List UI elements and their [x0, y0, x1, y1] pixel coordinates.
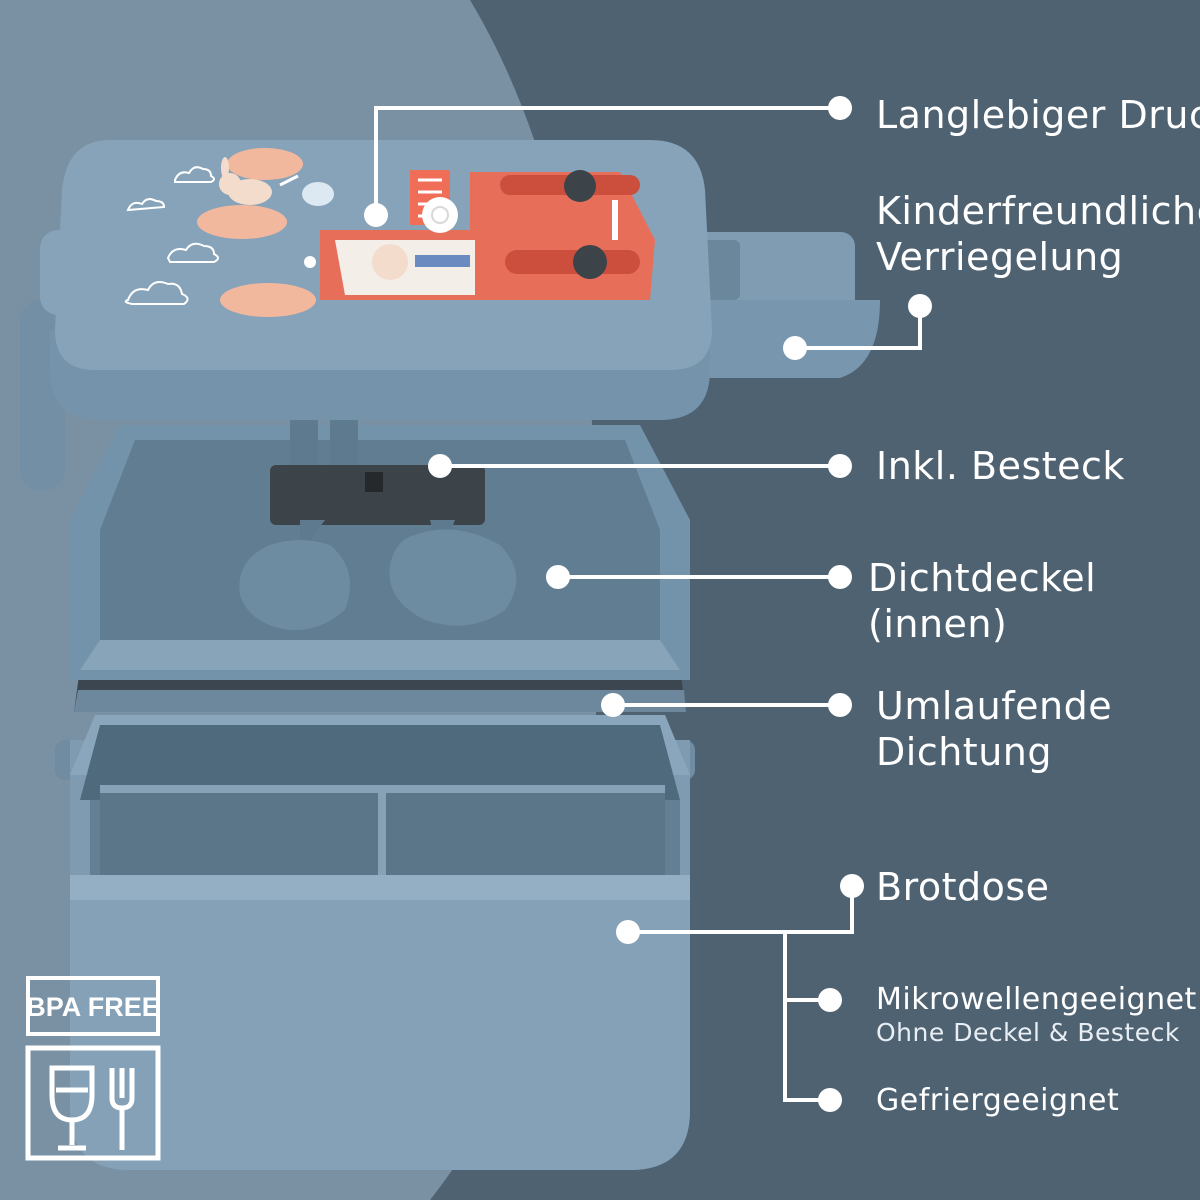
- callout-gasket-line1: Umlaufende: [876, 684, 1113, 728]
- callout-print: Langlebiger Druck: [876, 92, 1200, 138]
- decorated-lid: [20, 140, 880, 490]
- lid-artwork: [124, 148, 655, 317]
- callout-dots: [364, 96, 932, 1112]
- callout-microwave-text: Mikrowellengeeignet: [876, 982, 1197, 1017]
- lunchbox-container: [55, 715, 695, 1170]
- callout-gasket: Umlaufende Dichtung: [876, 683, 1112, 775]
- callout-locking-line1: Kinderfreundliche: [876, 189, 1200, 233]
- callout-seal-lid-line2: (innen): [868, 602, 1008, 646]
- callout-seal-lid-line1: Dichtdeckel: [868, 556, 1097, 600]
- callout-gasket-line2: Dichtung: [876, 730, 1052, 774]
- callout-freezer: Gefriergeeignet: [876, 1083, 1119, 1119]
- callout-lunchbox: Brotdose: [876, 864, 1050, 910]
- brand-mark: [612, 200, 618, 240]
- callout-seal-lid: Dichtdeckel (innen): [868, 555, 1096, 647]
- bpa-free-text: BPA FREE: [26, 992, 160, 1022]
- callout-locking-line2: Verriegelung: [876, 235, 1124, 279]
- callout-print-text: Langlebiger Druck: [876, 93, 1200, 137]
- callout-lunchbox-text: Brotdose: [876, 865, 1050, 909]
- callout-cutlery: Inkl. Besteck: [876, 443, 1125, 489]
- callout-microwave-note: Ohne Deckel & Besteck: [876, 1018, 1180, 1047]
- callout-lines: [374, 106, 922, 1102]
- callout-microwave: Mikrowellengeeignet Ohne Deckel & Bestec…: [876, 982, 1197, 1048]
- bpa-free-badge: BPA FREE: [26, 976, 160, 1036]
- fire-truck: [304, 170, 655, 300]
- cutlery-set: [239, 420, 517, 631]
- rabbit-figure: [219, 157, 334, 206]
- callout-cutlery-text: Inkl. Besteck: [876, 444, 1125, 488]
- callout-freezer-text: Gefriergeeignet: [876, 1083, 1120, 1118]
- callout-locking: Kinderfreundliche Verriegelung: [876, 188, 1200, 280]
- inner-seal-lid: [70, 425, 690, 680]
- glass-and-fork-icon: [25, 1045, 161, 1161]
